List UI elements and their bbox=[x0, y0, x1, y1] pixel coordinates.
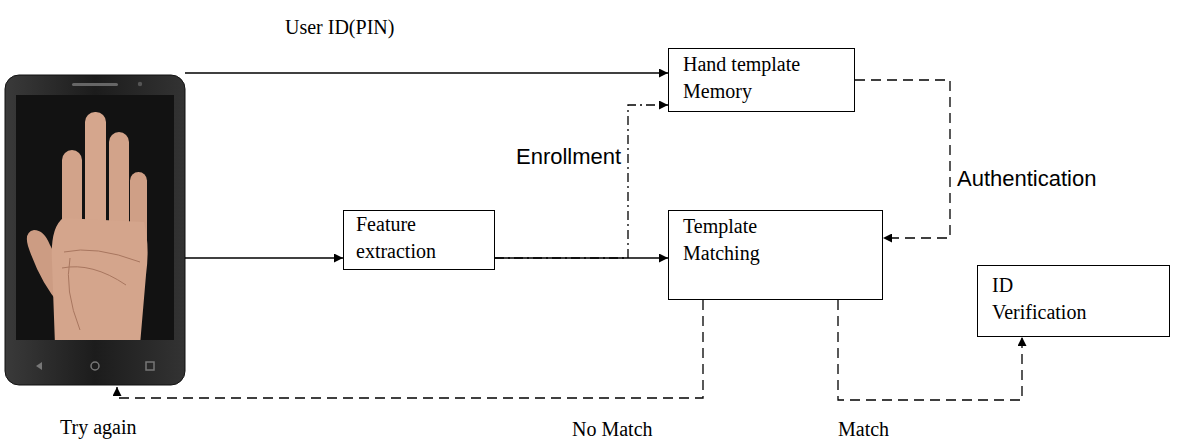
palm bbox=[52, 218, 148, 340]
image-arrow bbox=[185, 257, 343, 258]
finger bbox=[109, 132, 129, 232]
process-box: Template Matching bbox=[668, 210, 883, 300]
connector-label: Authentication bbox=[955, 166, 1098, 192]
input-label: User ID(PIN) bbox=[283, 16, 396, 39]
connector-label: Match bbox=[836, 418, 891, 441]
process-box: Feature extraction bbox=[343, 210, 495, 270]
connector-label: Enrollment bbox=[514, 144, 623, 170]
finger bbox=[85, 112, 106, 232]
retry-label: Try again bbox=[58, 416, 138, 439]
pin-arrow bbox=[185, 72, 668, 73]
node-label: Feature extraction bbox=[356, 211, 466, 265]
hand-picture bbox=[27, 112, 148, 340]
node-label: Hand template Memory bbox=[683, 51, 833, 105]
phone-camera bbox=[138, 82, 142, 86]
nav-button bbox=[91, 362, 99, 370]
palm-line bbox=[62, 267, 126, 285]
flow-connector bbox=[495, 105, 668, 258]
node-label: ID Verification bbox=[992, 272, 1107, 326]
palm-line bbox=[68, 258, 80, 330]
palm-line bbox=[64, 250, 140, 262]
result-label: No Match bbox=[570, 418, 655, 441]
memory-box: Hand template Memory bbox=[668, 48, 855, 112]
node-label: Template Matching bbox=[683, 213, 793, 267]
nav-button bbox=[36, 362, 42, 370]
retry-arrow bbox=[117, 300, 703, 398]
phone-speaker bbox=[72, 83, 118, 86]
phone-body bbox=[5, 75, 185, 385]
nav-button bbox=[146, 362, 154, 370]
result-box: ID Verification bbox=[977, 265, 1170, 337]
phone-illustration bbox=[5, 75, 185, 385]
